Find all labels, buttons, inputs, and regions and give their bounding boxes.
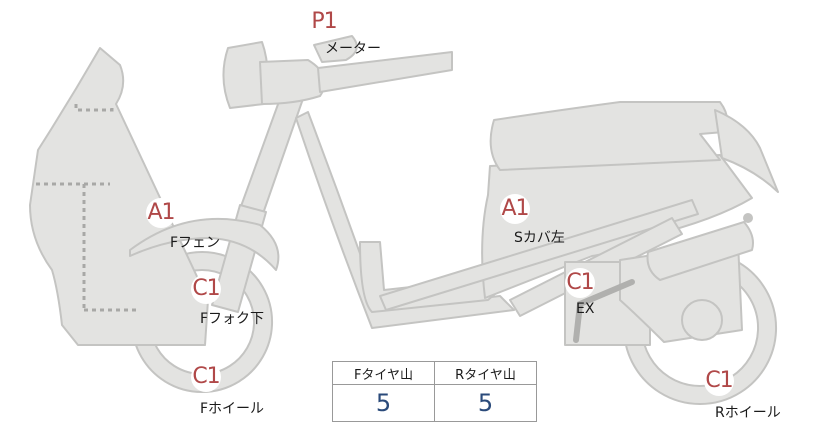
marker-code: A1	[501, 196, 529, 221]
rear-hub-shape	[681, 299, 723, 341]
label-front-fork: Fフォク下	[200, 311, 265, 327]
marker-code: P1	[311, 9, 337, 34]
rear-tire-value: 5	[434, 384, 537, 422]
label-front-wheel: Fホイール	[200, 401, 265, 417]
front-tire-value: 5	[332, 384, 435, 422]
marker-exhaust[interactable]: C1	[565, 268, 595, 298]
tail-shape	[714, 109, 779, 193]
marker-front-wheel[interactable]: C1	[191, 362, 221, 392]
front-body-shape	[29, 47, 209, 346]
marker-front-fork[interactable]: C1	[191, 274, 221, 304]
air-box-shape	[646, 221, 754, 281]
label-exhaust: EX	[576, 301, 595, 317]
marker-code: C1	[566, 270, 594, 295]
marker-code: C1	[705, 368, 733, 393]
front-fender-shape	[129, 217, 280, 271]
rear-tire-header: Rタイヤ山	[434, 361, 537, 385]
marker-code: C1	[192, 364, 220, 389]
marker-meter[interactable]: P1	[309, 7, 339, 37]
frame-tube-shape	[295, 111, 515, 329]
marker-side-cover[interactable]: A1	[500, 194, 530, 224]
exhaust-pipe-shape	[573, 279, 635, 343]
tire-table-value-row: 5 5	[332, 384, 537, 422]
handlebar-cover-shape	[259, 59, 326, 105]
label-meter: メーター	[325, 41, 381, 57]
label-rear-wheel: Rホイール	[715, 405, 781, 421]
tire-table-header-row: Fタイヤ山 Rタイヤ山	[332, 361, 537, 385]
label-front-fender: Fフェン	[170, 235, 221, 251]
seat-shape	[489, 101, 729, 171]
front-tire-header: Fタイヤ山	[332, 361, 435, 385]
tire-tread-table: Fタイヤ山 Rタイヤ山 5 5	[332, 361, 537, 422]
front-seam-line-upper	[74, 104, 114, 112]
handlebar-shape	[317, 51, 453, 93]
rear-bolt-shape	[743, 213, 753, 223]
marker-code: A1	[147, 200, 175, 225]
meter-shape	[313, 35, 358, 63]
marker-code: C1	[192, 276, 220, 301]
marker-front-fender[interactable]: A1	[146, 198, 176, 228]
frame-rail-shape	[379, 199, 699, 311]
marker-rear-wheel[interactable]: C1	[704, 366, 734, 396]
label-side-cover: Sカバ左	[514, 230, 565, 246]
